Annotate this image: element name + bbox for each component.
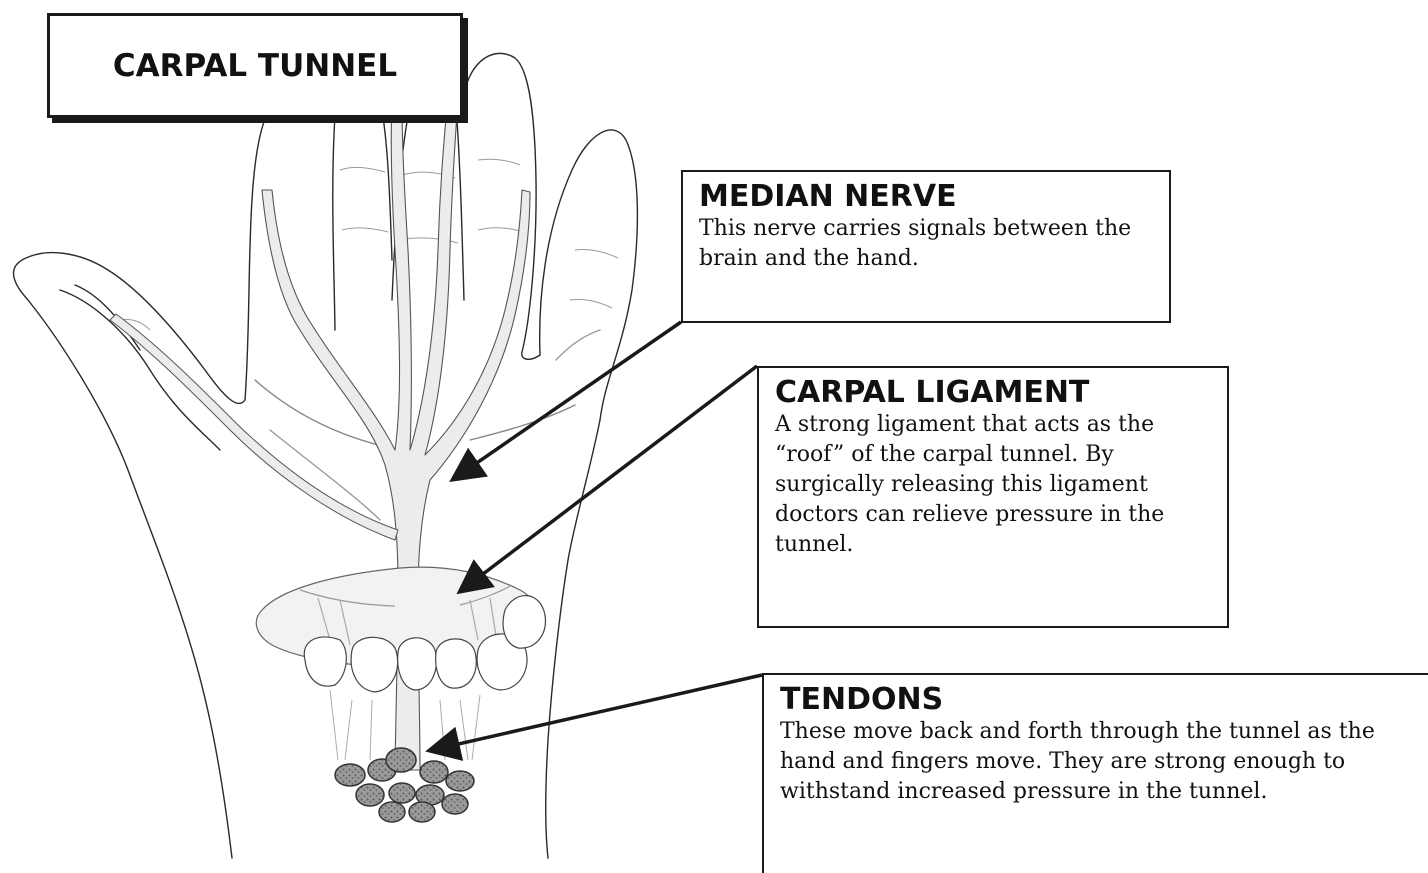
- title-box: CARPAL TUNNEL: [47, 13, 463, 118]
- median-nerve-callout: MEDIAN NERVE This nerve carries signals …: [681, 170, 1171, 323]
- thumb-nerve-branch: [110, 314, 398, 540]
- hand-outline: [14, 53, 638, 858]
- tendons-heading: TENDONS: [780, 683, 1428, 717]
- page-title: CARPAL TUNNEL: [113, 48, 397, 84]
- tendons-description: These move back and forth through the tu…: [780, 717, 1428, 807]
- carpal-ligament-description: A strong ligament that acts as the “roof…: [775, 410, 1215, 560]
- carpal-ligament-pointer: [462, 366, 757, 590]
- tendons-callout: TENDONS These move back and forth throug…: [762, 673, 1428, 873]
- median-nerve-pointer: [455, 322, 681, 478]
- tendons-drawing: [335, 748, 474, 822]
- median-nerve-heading: MEDIAN NERVE: [699, 180, 1157, 214]
- tendons-pointer: [432, 675, 762, 750]
- finger-creases: [120, 159, 618, 330]
- median-nerve-description: This nerve carries signals between the b…: [699, 214, 1157, 274]
- carpal-ligament-callout: CARPAL LIGAMENT A strong ligament that a…: [757, 366, 1229, 628]
- carpal-ligament-heading: CARPAL LIGAMENT: [775, 376, 1215, 410]
